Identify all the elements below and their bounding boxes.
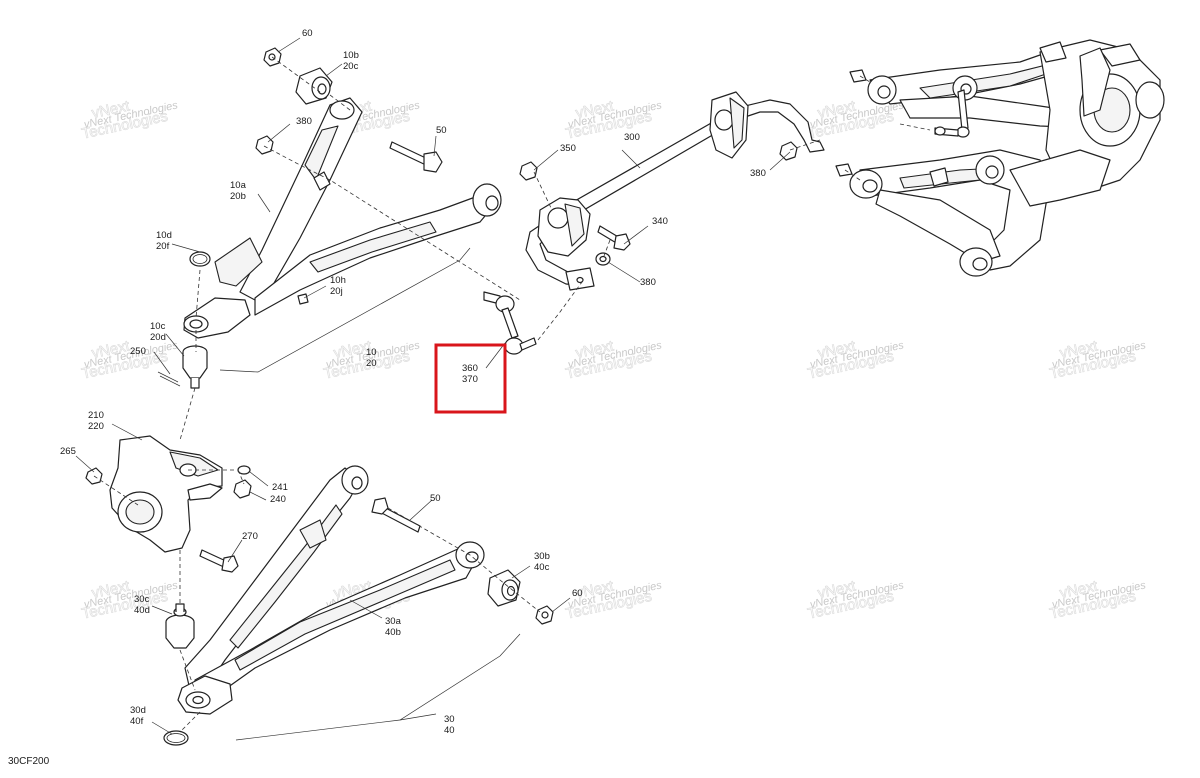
callout-c30d40f-line0: 30d: [130, 705, 146, 716]
callout-c10d20f-line0: 10d: [156, 230, 172, 241]
ball-joint-10c[interactable]: [182, 345, 208, 389]
bolt-50-upper[interactable]: [389, 141, 443, 173]
nut-350[interactable]: [519, 161, 538, 181]
callout-c50a-line0: 50: [436, 125, 447, 136]
cotter-pin-250[interactable]: [157, 371, 181, 387]
callout-c380b-line0: 380: [750, 168, 766, 179]
grease-fitting-10h[interactable]: [297, 293, 309, 305]
callout-c241-line0: 241: [272, 482, 288, 493]
callout-c240-line0: 240: [270, 494, 286, 505]
callout-c360370-line0: 360: [462, 363, 478, 374]
bolt-270[interactable]: [199, 549, 239, 573]
callout-c380a-line0: 380: [296, 116, 312, 127]
nut-240[interactable]: [233, 479, 252, 499]
callout-c10h20j-line1: 20j: [330, 286, 343, 297]
retaining-ring-30d[interactable]: [163, 730, 189, 746]
callout-c10c20d-line0: 10c: [150, 321, 166, 332]
callout-c10b20c-line0: 10b: [343, 50, 359, 61]
nut-380-right[interactable]: [779, 141, 798, 161]
callout-c60b-line0: 60: [572, 588, 583, 599]
washer-241[interactable]: [237, 465, 251, 475]
callout-c360370-line1: 370: [462, 374, 478, 385]
callout-c270-line0: 270: [242, 531, 258, 542]
callout-c380c-line0: 380: [640, 277, 656, 288]
callout-c10b20c-line1: 20c: [343, 61, 359, 72]
sway-bar-bushing-right[interactable]: [709, 91, 749, 159]
callout-c30a40b-line0: 30a: [385, 616, 402, 627]
lower-bushing-30b[interactable]: [487, 569, 521, 607]
bolt-340[interactable]: [597, 225, 631, 251]
callout-c10a20b-line1: 20b: [230, 191, 246, 202]
callout-c30a40b-line1: 40b: [385, 627, 401, 638]
callout-c210220-line0: 210: [88, 410, 104, 421]
sway-bar-link-360[interactable]: [483, 291, 537, 355]
callout-c10d20f-line1: 20f: [156, 241, 170, 252]
callout-c1020-line0: 10: [366, 347, 377, 358]
callout-c50b-line0: 50: [430, 493, 441, 504]
callout-c10a20b-line0: 10a: [230, 180, 247, 191]
nut-380-lower[interactable]: [595, 252, 611, 266]
callout-c10c20d-line1: 20d: [150, 332, 166, 343]
callout-c10h20j-line0: 10h: [330, 275, 346, 286]
callout-c300-line0: 300: [624, 132, 640, 143]
assembly-lines: [93, 56, 931, 733]
suspension-assembly-view[interactable]: [835, 39, 1165, 277]
ball-joint-30c[interactable]: [165, 603, 195, 649]
callout-c340-line0: 340: [652, 216, 668, 227]
callout-c30c40d-line1: 40d: [134, 605, 150, 616]
callout-c3040-line0: 30: [444, 714, 455, 725]
callout-c265-line0: 265: [60, 446, 76, 457]
callout-c3040-line1: 40: [444, 725, 455, 736]
callout-c350-line0: 350: [560, 143, 576, 154]
callout-c30b40c-line0: 30b: [534, 551, 550, 562]
upper-bushing-10b[interactable]: [295, 67, 333, 105]
nut-60-lower[interactable]: [535, 605, 554, 625]
highlight-box: [434, 343, 507, 414]
lower-a-arm[interactable]: [177, 465, 485, 715]
callout-c30d40f-line1: 40f: [130, 716, 144, 727]
callout-c250-line0: 250: [130, 346, 146, 357]
callout-c60-line0: 60: [302, 28, 313, 39]
sway-bar-bushing-left[interactable]: [537, 197, 591, 257]
upper-a-arm[interactable]: [183, 97, 502, 339]
bolt-50-lower[interactable]: [371, 497, 421, 533]
callout-c210220-line1: 220: [88, 421, 104, 432]
leader-lines: [75, 37, 791, 741]
nut-380-upper[interactable]: [255, 135, 274, 155]
callout-c1020-line1: 20: [366, 358, 377, 369]
knuckle-210[interactable]: [109, 435, 223, 553]
callout-c30c40d-line0: 30c: [134, 594, 150, 605]
diagram-code: 30CF200: [8, 756, 50, 767]
retaining-ring-10d[interactable]: [189, 251, 211, 267]
callout-c30b40c-line1: 40c: [534, 562, 550, 573]
